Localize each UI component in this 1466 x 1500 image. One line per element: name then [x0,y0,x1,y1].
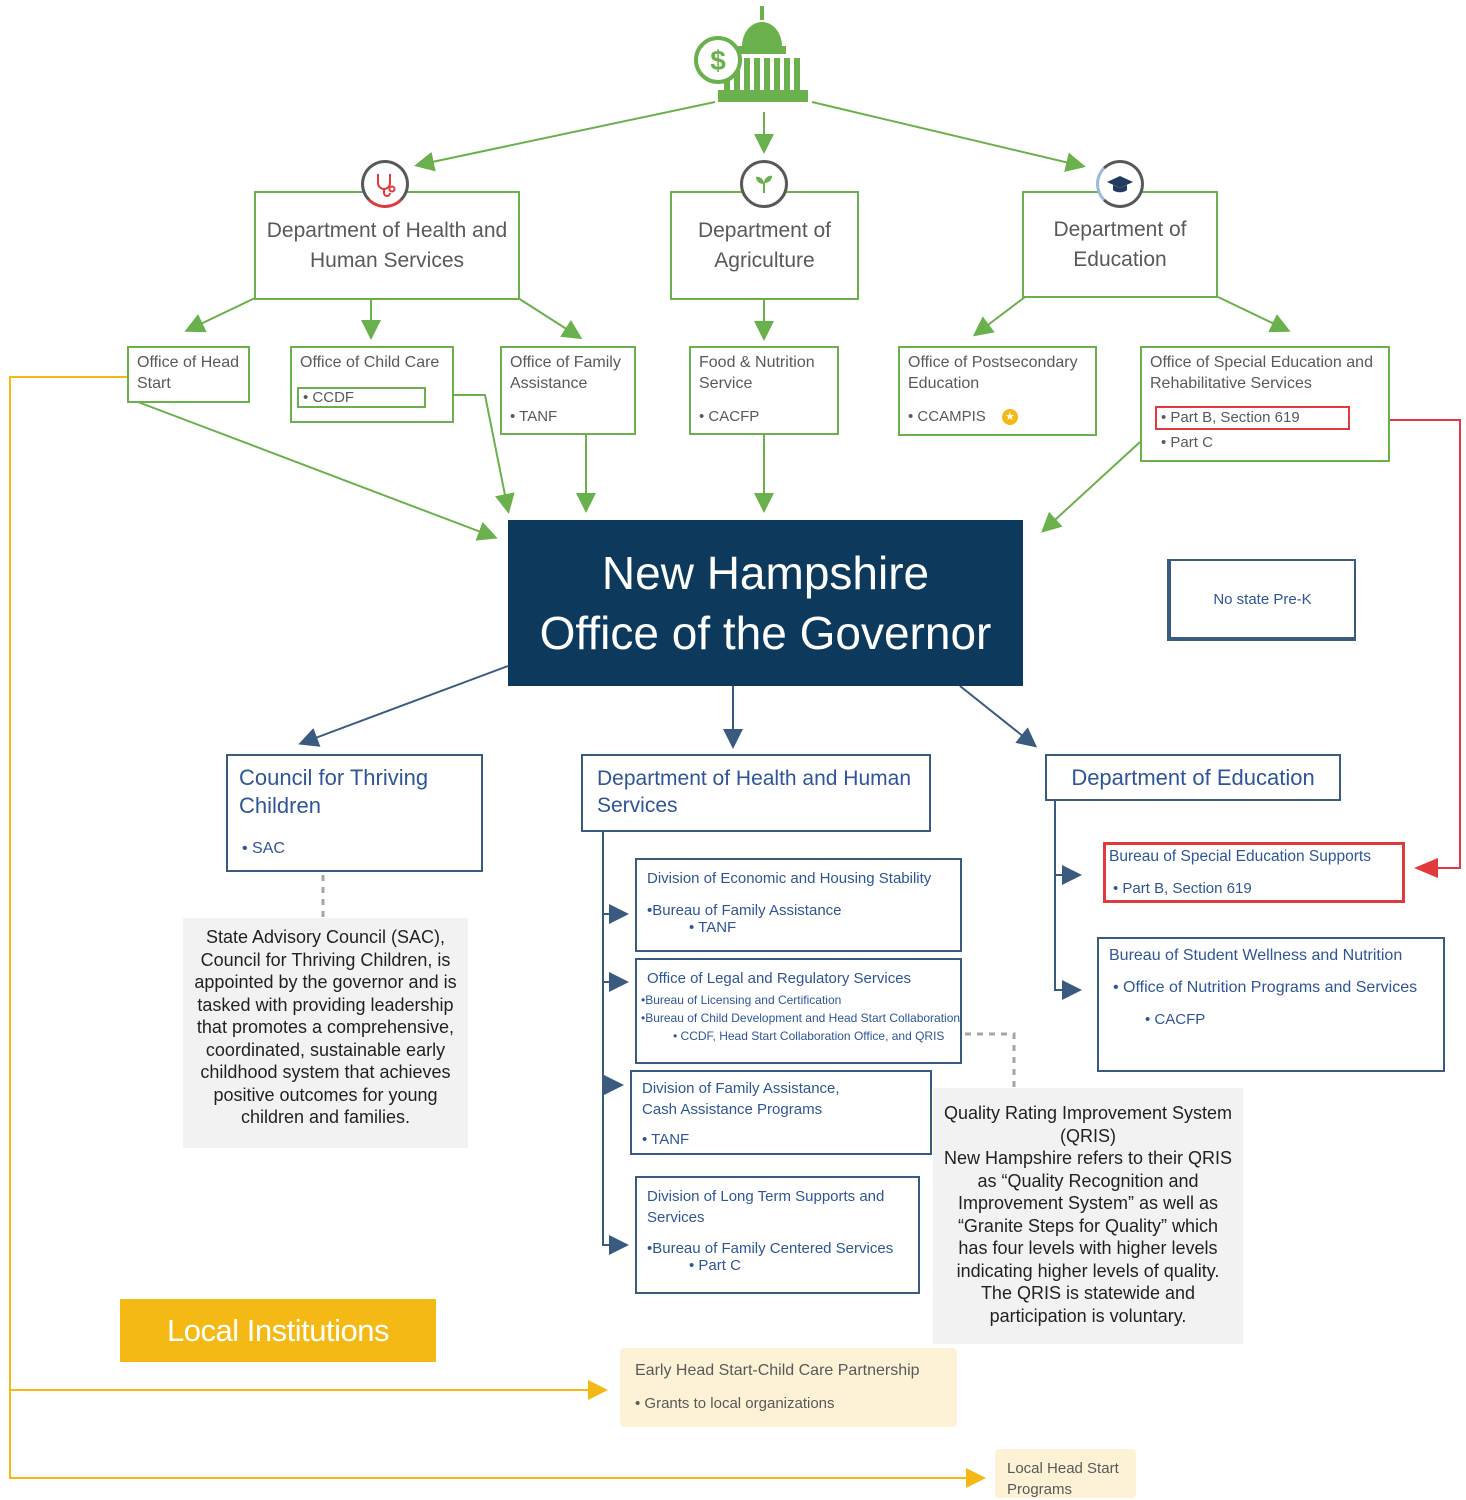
no-state-prek-text: No state Pre-K [1213,590,1312,608]
office-special-education-bullet1: • Part B, Section 619 [1161,409,1300,426]
bureau-special-education-line1: • Part B, Section 619 [1113,880,1252,897]
division-long-term-supports: Division of Long Term Supports and Servi… [635,1176,920,1294]
office-child-care-bullet: • CCDF [303,389,355,406]
bureau-student-wellness-line1: • Office of Nutrition Programs and Servi… [1113,979,1418,996]
division-economic-housing: Division of Economic and Housing Stabili… [635,858,962,952]
office-postsecondary-bullet: • CCAMPIS [908,408,986,425]
graduation-cap-icon [1096,160,1144,208]
state-education-box: Department of Education [1045,754,1341,801]
ehs-partnership-title: Early Head Start-Child Care Partnership [635,1362,920,1379]
federal-education-title: Department of Education [1053,217,1187,271]
governor-office-box: New Hampshire Office of the Governor [508,520,1023,686]
office-child-care-title: Office of Child Care [300,354,440,371]
part-b-highlight: • Part B, Section 619 [1155,406,1350,430]
council-title: Council for Thriving Children [239,765,429,818]
office-food-nutrition: Food & Nutrition Service • CACFP [689,346,839,435]
bureau-student-wellness: Bureau of Student Wellness and Nutrition… [1097,937,1445,1072]
office-legal-regulatory-title: Office of Legal and Regulatory Services [647,970,912,987]
office-legal-regulatory: Office of Legal and Regulatory Services … [635,958,962,1064]
sac-note: State Advisory Council (SAC), Council fo… [183,918,468,1148]
office-head-start-title: Office of Head Start [137,354,239,392]
state-education-title: Department of Education [1071,764,1315,790]
division-economic-housing-line2: • TANF [689,919,737,936]
office-legal-regulatory-line3: • CCDF, Head Start Collaboration Office,… [673,1029,945,1043]
office-family-assistance-title: Office of Family Assistance [510,354,621,392]
division-long-term-supports-title: Division of Long Term Supports and Servi… [647,1188,885,1226]
office-food-nutrition-bullet: • CACFP [699,408,760,425]
office-special-education: Office of Special Education and Rehabili… [1140,346,1390,462]
local-head-start-title: Local Head Start Programs [1007,1460,1119,1498]
ehs-partnership-box: Early Head Start-Child Care Partnership … [620,1348,957,1427]
capitol-dollar-icon: $ [694,6,810,106]
federal-education-box: Department of Education [1022,191,1218,298]
no-state-prek-box: No state Pre-K [1167,559,1356,641]
office-special-education-title: Office of Special Education and Rehabili… [1150,354,1373,392]
office-special-education-bullet2: • Part C [1161,434,1213,451]
state-hhs-title: Department of Health and Human Services [597,767,912,817]
council-bullet: • SAC [242,840,285,857]
governor-line1: New Hampshire [601,547,930,599]
division-family-assistance-title: Division of Family Assistance, Cash Assi… [642,1080,840,1118]
office-legal-regulatory-line1: •Bureau of Licensing and Certification [641,993,842,1007]
federal-agriculture-box: Department of Agriculture [670,191,859,300]
office-postsecondary: Office of Postsecondary Education • CCAM… [898,346,1097,436]
division-long-term-supports-line1: •Bureau of Family Centered Services [647,1240,894,1257]
division-family-assistance-line1: • TANF [642,1131,690,1148]
star-badge-icon: ★ [1001,409,1018,426]
office-head-start: Office of Head Start [127,346,250,403]
office-family-assistance: Office of Family Assistance • TANF [500,346,636,435]
bureau-student-wellness-line2: • CACFP [1145,1011,1206,1028]
federal-hhs-title: Department of Health and Human Services [266,218,508,272]
governor-line2: Office of the Governor [539,607,992,659]
division-economic-housing-line1: •Bureau of Family Assistance [647,902,842,919]
office-legal-regulatory-line2: •Bureau of Child Development and Head St… [641,1011,961,1025]
federal-hhs-box: Department of Health and Human Services [254,191,520,300]
division-family-assistance: Division of Family Assistance, Cash Assi… [630,1070,932,1155]
ccdf-highlight: • CCDF [297,387,426,408]
sprout-icon [740,160,788,208]
bureau-special-education: Bureau of Special Education Supports • P… [1103,842,1405,903]
office-child-care: Office of Child Care • CCDF [290,346,454,423]
bureau-special-education-title: Bureau of Special Education Supports [1109,848,1371,865]
federal-agriculture-title: Department of Agriculture [697,218,832,272]
state-hhs-box: Department of Health and Human Services [581,754,931,832]
local-institutions-text: Local Institutions [167,1312,389,1348]
local-head-start-box: Local Head Start Programs [995,1449,1136,1498]
office-food-nutrition-title: Food & Nutrition Service [699,354,815,392]
qris-note: Quality Rating Improvement System (QRIS)… [933,1088,1243,1344]
bureau-student-wellness-title: Bureau of Student Wellness and Nutrition [1109,947,1403,964]
svg-text:$: $ [710,45,726,76]
local-institutions-label: Local Institutions [120,1299,436,1362]
division-economic-housing-title: Division of Economic and Housing Stabili… [647,870,932,887]
stethoscope-icon [361,160,409,208]
ehs-partnership-bullet: • Grants to local organizations [635,1395,835,1412]
office-postsecondary-title: Office of Postsecondary Education [908,354,1078,392]
office-family-assistance-bullet: • TANF [510,408,558,425]
council-thriving-children-box: Council for Thriving Children • SAC [226,754,483,872]
division-long-term-supports-line2: • Part C [689,1257,741,1274]
